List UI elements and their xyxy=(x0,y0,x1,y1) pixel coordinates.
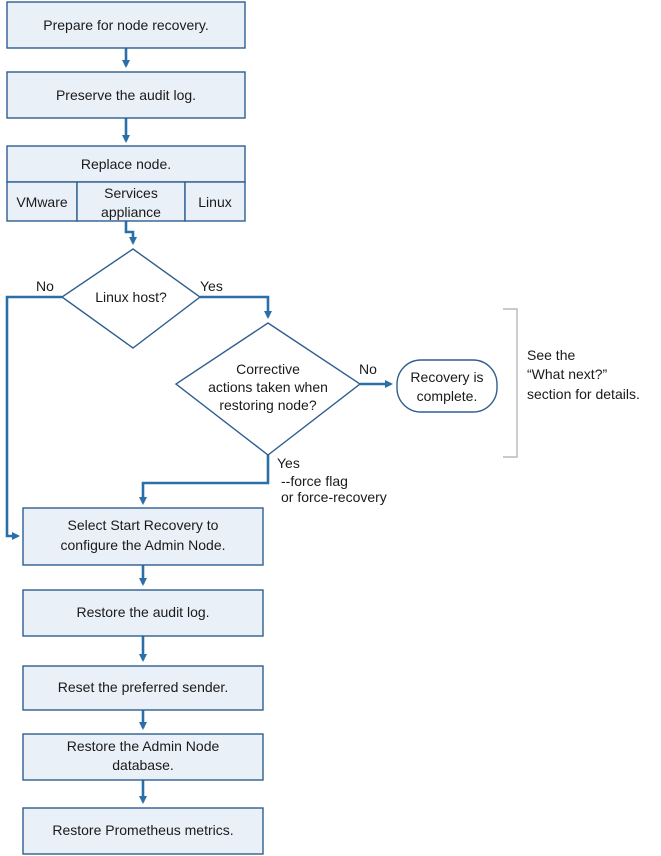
step-restore-audit-log: Restore the audit log. xyxy=(22,589,264,637)
decision-corrective-label-1: Corrective xyxy=(236,361,300,377)
step-restore-db-label-2: database. xyxy=(112,757,174,773)
step-select-start-recovery: Select Start Recovery to configure the A… xyxy=(22,507,264,566)
terminal-label-2: complete. xyxy=(417,388,478,404)
edge-corrective-yes xyxy=(139,455,270,505)
decision-corrective-label-2: actions taken when xyxy=(208,379,328,395)
note-see-what-next: See the “What next?” section for details… xyxy=(527,347,640,402)
decision-linux-host: Linux host? xyxy=(60,248,202,349)
option-services-appliance xyxy=(76,181,186,222)
label-no-mid: No xyxy=(359,361,377,377)
step-restore-prom-label: Restore Prometheus metrics. xyxy=(52,822,233,838)
step-restore-db-label-1: Restore the Admin Node xyxy=(67,738,220,754)
terminal-label-1: Recovery is xyxy=(410,369,483,385)
step-restore-admin-db: Restore the Admin Node database. xyxy=(22,733,264,781)
edge-linuxhost-yes xyxy=(200,295,272,319)
step-preserve-label: Preserve the audit log. xyxy=(56,87,196,103)
option-linux-label: Linux xyxy=(198,194,231,210)
note-line-3: section for details. xyxy=(527,386,640,402)
step-restore-audit-label: Restore the audit log. xyxy=(76,604,209,620)
step-replace: Replace node. VMware Services appliance … xyxy=(6,145,246,222)
note-bracket xyxy=(503,308,518,458)
step-preserve: Preserve the audit log. xyxy=(6,71,246,119)
option-services-label-1: Services xyxy=(104,185,158,201)
step-prepare: Prepare for node recovery. xyxy=(6,1,246,49)
label-yes-right: Yes xyxy=(200,278,223,294)
option-linux xyxy=(184,181,246,222)
edge-linuxhost-no xyxy=(5,295,62,540)
label-no-left: No xyxy=(36,278,54,294)
label-force-recovery: or force-recovery xyxy=(281,489,387,505)
label-yes-down: Yes xyxy=(277,455,300,471)
decision-corrective-label-3: restoring node? xyxy=(219,397,317,413)
option-vmware-label: VMware xyxy=(16,194,68,210)
connectors xyxy=(5,48,393,804)
step-select-label-2: configure the Admin Node. xyxy=(61,537,226,553)
step-restore-prometheus: Restore Prometheus metrics. xyxy=(22,807,264,855)
terminal-recovery-complete: Recovery is complete. xyxy=(396,359,498,413)
step-replace-label: Replace node. xyxy=(81,156,171,172)
edge-replace-linuxhost xyxy=(124,221,137,245)
label-force-flag: --force flag xyxy=(281,473,348,489)
step-reset-sender-label: Reset the preferred sender. xyxy=(58,679,228,695)
option-services-label-2: appliance xyxy=(101,204,161,220)
step-reset-preferred-sender: Reset the preferred sender. xyxy=(22,665,264,711)
decision-linux-host-label: Linux host? xyxy=(95,289,167,305)
note-line-2: “What next?” xyxy=(527,366,607,382)
step-select-label-1: Select Start Recovery to xyxy=(68,517,219,533)
option-vmware xyxy=(6,181,78,222)
step-prepare-label: Prepare for node recovery. xyxy=(43,17,209,33)
note-line-1: See the xyxy=(527,347,575,363)
decision-corrective-actions: Corrective actions taken when restoring … xyxy=(174,322,362,456)
